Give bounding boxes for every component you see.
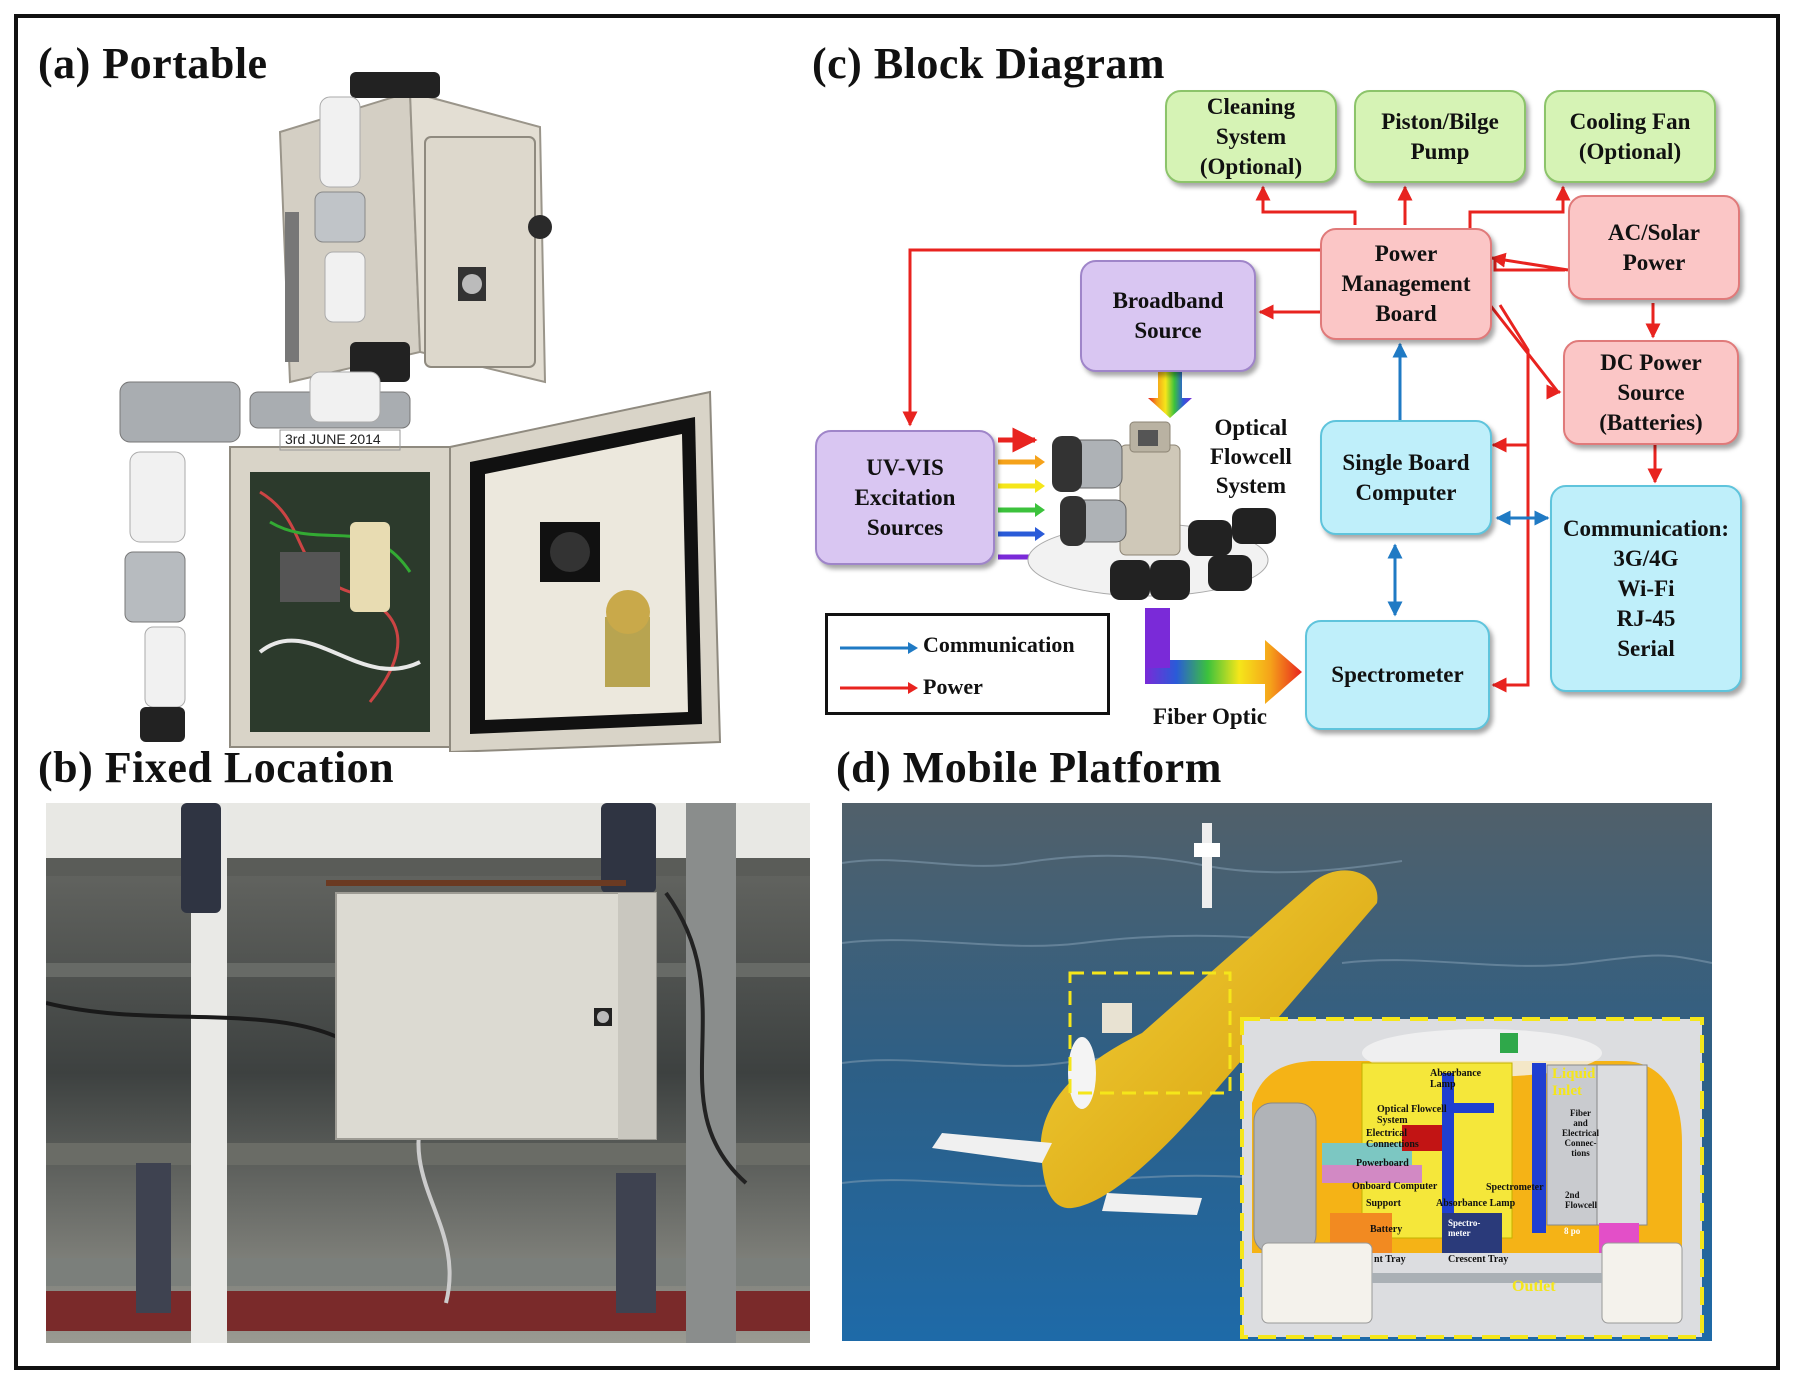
cleaning-system-box: Cleaning System (Optional): [1165, 90, 1337, 183]
single-board-computer-label: Single Board Computer: [1342, 449, 1470, 505]
panel-d-title: (d) Mobile Platform: [836, 743, 1222, 792]
dc-power-source-label: DC Power Source (Batteries): [1599, 349, 1703, 435]
broadband-source-label: Broadband Source: [1112, 288, 1224, 343]
auv-vehicle: [932, 823, 1378, 1215]
optical-flowcell-illustration: [1027, 421, 1276, 600]
spectrometer-label: Spectrometer: [1331, 662, 1464, 687]
closed-enclosure: [278, 72, 552, 384]
ac-solar-power-box: AC/Solar Power: [1568, 195, 1740, 300]
open-enclosure: 3rd JUNE 2014: [119, 371, 722, 752]
panel-b-title: (b) Fixed Location: [38, 743, 395, 792]
single-board-computer-box: Single Board Computer: [1320, 420, 1492, 535]
figure-frame: [14, 14, 1780, 1370]
portable-device-photo: 3rd JUNE 2014: [119, 72, 722, 752]
fiber-optic-label: Fiber Optic: [1153, 704, 1267, 729]
dc-power-source-box: DC Power Source (Batteries): [1563, 340, 1739, 445]
uv-vis-excitation-label: UV-VIS Excitation Sources: [854, 454, 956, 540]
fixed-location-photo: [46, 803, 810, 1343]
mobile-platform-photo: [842, 803, 1712, 1341]
power-management-board-box: Power Management Board: [1320, 228, 1492, 340]
legend: Communication Power: [825, 613, 1110, 715]
ac-solar-power-label: AC/Solar Power: [1608, 219, 1700, 275]
broadband-source-box: Broadband Source: [1080, 260, 1256, 372]
optical-flowcell-label: Optical Flowcell System: [1210, 415, 1292, 498]
piston-bilge-pump-box: Piston/Bilge Pump: [1354, 90, 1526, 183]
legend-swatches: [840, 642, 918, 694]
cooling-fan-label: Cooling Fan (Optional): [1569, 108, 1691, 164]
power-management-board-label: Power Management Board: [1341, 241, 1471, 326]
legend-communication: Communication: [923, 632, 1075, 657]
cooling-fan-box: Cooling Fan (Optional): [1544, 90, 1716, 183]
panel-c-title: (c) Block Diagram: [812, 39, 1166, 88]
cleaning-system-label: Cleaning System (Optional): [1199, 93, 1303, 179]
uv-vis-excitation-box: UV-VIS Excitation Sources: [815, 430, 995, 565]
spectrometer-box: Spectrometer: [1305, 620, 1490, 730]
piston-bilge-pump-label: Piston/Bilge Pump: [1381, 108, 1499, 164]
date-label: 3rd JUNE 2014: [285, 431, 381, 447]
legend-power: Power: [923, 674, 983, 699]
communication-box: Communication: 3G/4G Wi-Fi RJ-45 Serial: [1550, 485, 1742, 692]
panel-a-title: (a) Portable: [38, 39, 268, 88]
inset-cutaway: [1240, 1017, 1704, 1339]
communication-label: Communication: 3G/4G Wi-Fi RJ-45 Serial: [1562, 515, 1730, 661]
